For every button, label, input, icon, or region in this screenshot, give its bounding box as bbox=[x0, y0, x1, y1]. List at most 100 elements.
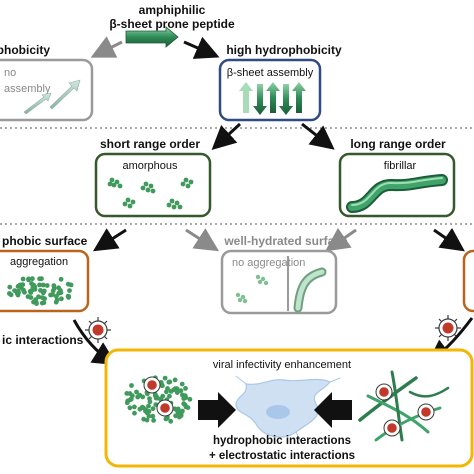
peptide-dot bbox=[183, 395, 189, 400]
bound-virus-icon-3 bbox=[375, 383, 393, 401]
peptide-dot bbox=[135, 394, 141, 400]
high-hydrophobicity-title: high hydrophobicity bbox=[226, 43, 342, 57]
peptide-dot bbox=[54, 297, 60, 303]
no-aggregation-box bbox=[220, 249, 338, 315]
viral-infectivity-title: viral infectivity enhancement bbox=[213, 359, 351, 371]
peptide-dot bbox=[150, 406, 156, 411]
no-assembly-line1: no bbox=[4, 67, 16, 79]
peptide-dot bbox=[28, 290, 34, 295]
peptide-dot bbox=[143, 407, 149, 412]
aggregated-peptides-icon bbox=[6, 276, 74, 306]
short-range-order-title: short range order bbox=[100, 137, 200, 151]
peptide-dot bbox=[37, 282, 42, 288]
no-assembly-line2: assembly bbox=[4, 83, 51, 95]
peptide-dot bbox=[166, 379, 172, 385]
peptide-dot bbox=[152, 393, 158, 398]
low-hydrophobicity-title: hydrophobicity bbox=[0, 43, 50, 57]
peptide-dot bbox=[150, 413, 156, 419]
cell-icon bbox=[235, 375, 341, 445]
no-assembly-box bbox=[0, 58, 94, 122]
arrow-to-high-hydrophobicity bbox=[183, 36, 220, 59]
peptide-dot bbox=[65, 281, 71, 287]
peptide-dot bbox=[15, 288, 21, 294]
peptide-dot bbox=[39, 295, 45, 300]
aggregation-label: aggregation bbox=[10, 256, 68, 268]
peptide-dot bbox=[51, 283, 57, 288]
peptide-arrow-icon bbox=[125, 26, 179, 48]
peptide-dot bbox=[187, 396, 193, 402]
beta-sheet-assembly-label: β-sheet assembly bbox=[227, 67, 314, 79]
virus-icon-right bbox=[435, 315, 461, 341]
peptide-dot bbox=[127, 397, 133, 403]
arrow-to-hydrophobic-surface bbox=[92, 228, 127, 252]
peptide-dot bbox=[37, 276, 42, 282]
peptide-dot bbox=[58, 276, 64, 282]
peptide-dot bbox=[160, 383, 165, 389]
arrow-left-to-cell bbox=[198, 392, 236, 428]
peptide-dot bbox=[181, 401, 187, 407]
peptide-dot bbox=[132, 410, 137, 416]
amorphous-label: amorphous bbox=[122, 160, 178, 172]
bound-virus-icon-1 bbox=[143, 376, 161, 394]
peptide-dot bbox=[147, 399, 153, 405]
peptide-dot bbox=[180, 392, 185, 398]
peptide-dot bbox=[50, 288, 56, 294]
peptide-dot bbox=[168, 418, 174, 424]
peptide-dot bbox=[127, 405, 133, 411]
peptide-dot bbox=[162, 375, 168, 381]
peptide-dot bbox=[41, 288, 47, 294]
amorphous-clusters-icon bbox=[107, 177, 194, 210]
footer-line1: hydrophobic interactions bbox=[213, 435, 351, 447]
peptide-dot bbox=[26, 276, 31, 282]
bound-virus-icon-5 bbox=[383, 419, 401, 437]
arrow-right-to-cell bbox=[314, 392, 352, 428]
unassembled-peptide-icon bbox=[23, 79, 81, 115]
peptide-dot bbox=[151, 418, 157, 423]
peptide-dot bbox=[172, 406, 178, 412]
peptide-dot bbox=[28, 295, 34, 300]
fibril-icon bbox=[346, 174, 448, 213]
peptide-dot bbox=[134, 389, 139, 395]
peptide-title-line2: β-sheet prone peptide bbox=[109, 17, 235, 31]
virus-icon-left bbox=[85, 317, 111, 343]
no-aggregation-label: no aggregation bbox=[232, 257, 305, 269]
peptide-dot bbox=[177, 414, 182, 420]
peptide-dot bbox=[66, 295, 71, 300]
peptide-dot bbox=[33, 297, 38, 302]
peptide-dot bbox=[67, 288, 72, 293]
arrow-to-hydrated-from-long bbox=[325, 227, 357, 252]
peptide-dot bbox=[17, 282, 23, 288]
peptide-title-line1: amphiphilic bbox=[139, 3, 206, 17]
peptide-dot bbox=[178, 388, 184, 394]
peptide-dot bbox=[132, 404, 137, 410]
peptide-dot bbox=[130, 393, 135, 399]
bound-virus-icon-4 bbox=[417, 403, 435, 421]
long-range-order-title: long range order bbox=[350, 137, 446, 151]
beta-sheet-strands-icon bbox=[239, 82, 306, 115]
arrow-to-long-range bbox=[301, 122, 335, 150]
bound-virus-icon-2 bbox=[156, 399, 174, 417]
peptide-dot bbox=[41, 300, 47, 306]
peptide-dot bbox=[29, 281, 34, 286]
peptide-dot bbox=[146, 403, 151, 409]
peptide-dot bbox=[140, 394, 146, 400]
peptide-dot bbox=[40, 282, 46, 288]
peptide-dot bbox=[146, 413, 152, 419]
peptide-dot bbox=[129, 383, 134, 388]
right-surface-box bbox=[462, 249, 474, 313]
hydrophobic-surface-title: phobic surface bbox=[2, 234, 88, 248]
peptide-dot bbox=[165, 386, 170, 391]
arrow-to-right-surface bbox=[433, 227, 465, 252]
peptide-dot bbox=[137, 406, 143, 412]
peptide-dot bbox=[167, 393, 172, 399]
well-hydrated-surface-title: well-hydrated surface bbox=[223, 234, 348, 248]
peptide-dot bbox=[30, 284, 36, 290]
peptide-dot bbox=[183, 386, 188, 391]
peptide-dot bbox=[56, 290, 62, 296]
peptide-dot bbox=[6, 291, 12, 296]
peptide-dot bbox=[48, 292, 53, 298]
peptide-dot bbox=[30, 276, 35, 282]
peptide-dot bbox=[168, 388, 174, 394]
